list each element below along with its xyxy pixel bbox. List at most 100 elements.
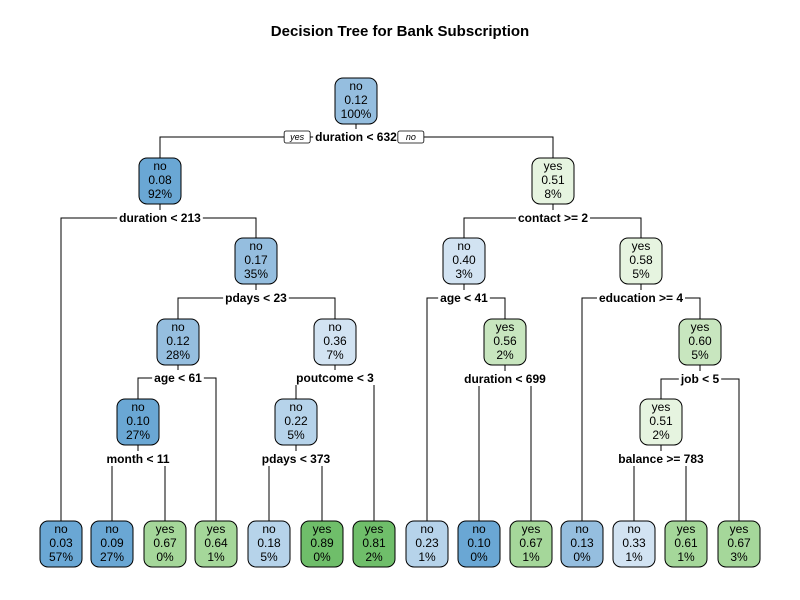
node-class-label: yes	[313, 522, 332, 536]
node-class-label: no	[457, 239, 471, 253]
node-probability: 0.12	[344, 93, 368, 107]
node-box	[619, 237, 663, 285]
node-class-label: no	[54, 522, 68, 536]
node-box	[300, 520, 344, 568]
node-probability: 0.56	[493, 334, 517, 348]
split-label-background	[462, 371, 548, 386]
tree-leaf-L13: no0.331%	[612, 520, 656, 568]
node-probability: 0.61	[674, 536, 698, 550]
node-probability: 0.17	[244, 253, 268, 267]
node-class-label: no	[472, 522, 486, 536]
node-class-label: no	[131, 400, 145, 414]
tree-leaf-L12: no0.130%	[560, 520, 604, 568]
node-probability: 0.13	[570, 536, 594, 550]
node-percentage: 35%	[244, 267, 268, 281]
node-probability: 0.67	[519, 536, 543, 550]
node-probability: 0.18	[257, 536, 281, 550]
node-percentage: 100%	[341, 107, 372, 121]
node-percentage: 2%	[365, 550, 383, 564]
split-label-background	[259, 451, 333, 466]
split-label-background	[313, 129, 399, 144]
node-class-label: no	[420, 522, 434, 536]
node-probability: 0.09	[100, 536, 124, 550]
tree-edge-left	[60, 204, 161, 521]
tree-edge-right	[661, 458, 687, 521]
node-percentage: 0%	[470, 550, 488, 564]
split-label-background	[152, 370, 204, 385]
node-percentage: 1%	[522, 550, 540, 564]
node-class-label: no	[153, 159, 167, 173]
node-box	[334, 77, 378, 125]
node-class-label: yes	[207, 522, 226, 536]
node-box	[639, 398, 683, 446]
split-label-background	[104, 451, 172, 466]
node-class-label: yes	[677, 522, 696, 536]
node-percentage: 7%	[326, 348, 344, 362]
node-probability: 0.67	[153, 536, 177, 550]
node-box	[664, 520, 708, 568]
node-percentage: 5%	[260, 550, 278, 564]
tree-leaf-L9: no0.231%	[405, 520, 449, 568]
node-box	[138, 157, 182, 205]
node-box	[234, 237, 278, 285]
split-condition-label: age < 61	[154, 371, 202, 385]
tree-edge-right	[505, 378, 532, 521]
split-condition-label: job < 5	[680, 372, 720, 386]
node-box	[531, 157, 575, 205]
split-label-background	[223, 290, 289, 305]
split-condition-label: duration < 213	[119, 211, 201, 225]
split-condition-label: age < 41	[440, 291, 488, 305]
tree-edge-left	[426, 284, 465, 521]
split-label-background	[117, 210, 203, 225]
node-percentage: 1%	[677, 550, 695, 564]
node-class-label: yes	[730, 522, 749, 536]
node-probability: 0.22	[284, 414, 308, 428]
node-percentage: 0%	[313, 550, 331, 564]
split-condition-label: education >= 4	[599, 291, 683, 305]
node-probability: 0.60	[688, 334, 712, 348]
node-probability: 0.23	[415, 536, 439, 550]
node-class-label: yes	[522, 522, 541, 536]
node-box	[156, 318, 200, 366]
node-probability: 0.89	[310, 536, 334, 550]
tree-edge-right	[700, 378, 740, 521]
node-percentage: 0%	[156, 550, 174, 564]
tree-leaf-L6: no0.185%	[247, 520, 291, 568]
node-class-label: no	[627, 522, 641, 536]
split-label-background	[438, 290, 490, 305]
node-class-label: no	[105, 522, 119, 536]
node-class-label: no	[289, 400, 303, 414]
node-box	[483, 318, 527, 366]
node-percentage: 27%	[100, 550, 124, 564]
node-probability: 0.10	[126, 414, 150, 428]
split-label-background	[616, 451, 706, 466]
node-box	[612, 520, 656, 568]
node-probability: 0.67	[727, 536, 751, 550]
split-condition-label: month < 11	[106, 452, 169, 466]
split-label-background	[596, 290, 686, 305]
node-percentage: 3%	[730, 550, 748, 564]
node-percentage: 3%	[455, 267, 473, 281]
split-label-background	[294, 370, 376, 385]
node-probability: 0.51	[649, 414, 673, 428]
tree-node-n5: no0.367%	[313, 318, 357, 366]
diagram-title: Decision Tree for Bank Subscription	[271, 23, 529, 40]
node-percentage: 5%	[632, 267, 650, 281]
node-percentage: 5%	[287, 428, 305, 442]
tree-edge-right	[335, 377, 375, 521]
